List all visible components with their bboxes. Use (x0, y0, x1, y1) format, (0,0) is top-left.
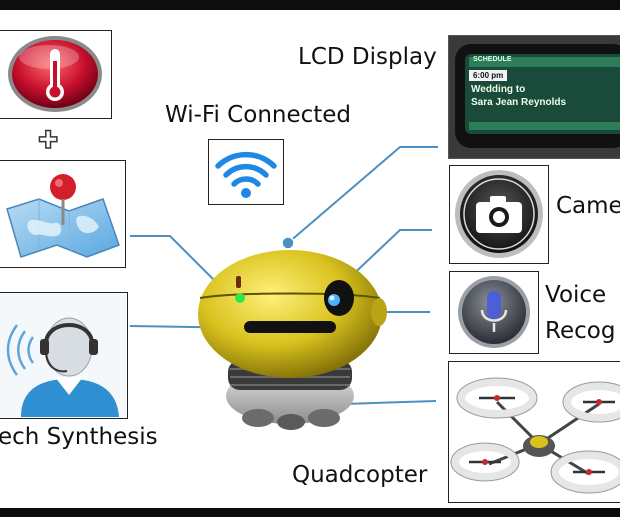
quadcopter-panel (448, 361, 620, 503)
lcd-device (449, 36, 620, 158)
quadcopter-icon (450, 377, 620, 494)
camera-icon (455, 170, 543, 258)
callout-line-camera (343, 229, 432, 284)
voice-label-line1: Voice (545, 282, 607, 308)
top-border (0, 0, 620, 10)
map-panel (0, 160, 126, 268)
map-pin-icon (6, 174, 120, 258)
callout-line-map (130, 235, 231, 297)
bottom-border (0, 508, 620, 517)
headset-person-icon (0, 294, 126, 417)
quadcopter-label: Quadcopter (292, 462, 428, 488)
camera-label: Camera (556, 193, 620, 219)
lcd-header: SCHEDULE (473, 56, 512, 63)
voice-label-line2: Recog (545, 318, 616, 344)
microphone-icon (458, 276, 530, 348)
wifi-panel (208, 139, 284, 205)
thermometer-icon (8, 36, 102, 112)
camera-panel (449, 165, 549, 264)
lcd-display-label: LCD Display (298, 44, 437, 70)
lcd-panel: SCHEDULE 6:00 pm Wedding to Sara Jean Re… (448, 35, 620, 159)
voice-panel (449, 271, 539, 354)
plus-symbol: ✚ (37, 125, 59, 155)
callout-dot-lcd (281, 236, 295, 250)
lcd-event-line2: Sara Jean Reynolds (471, 97, 567, 108)
wifi-icon (215, 151, 277, 198)
speech-synthesis-panel (0, 292, 128, 419)
robot-device (198, 250, 387, 430)
lcd-event-line1: Wedding to (471, 84, 526, 95)
lcd-time: 6:00 pm (473, 71, 504, 80)
thermometer-panel (0, 30, 112, 119)
speech-synthesis-label: ech Synthesis (0, 424, 158, 450)
callout-line-lcd (287, 146, 438, 244)
wifi-connected-label: Wi-Fi Connected (165, 102, 352, 128)
